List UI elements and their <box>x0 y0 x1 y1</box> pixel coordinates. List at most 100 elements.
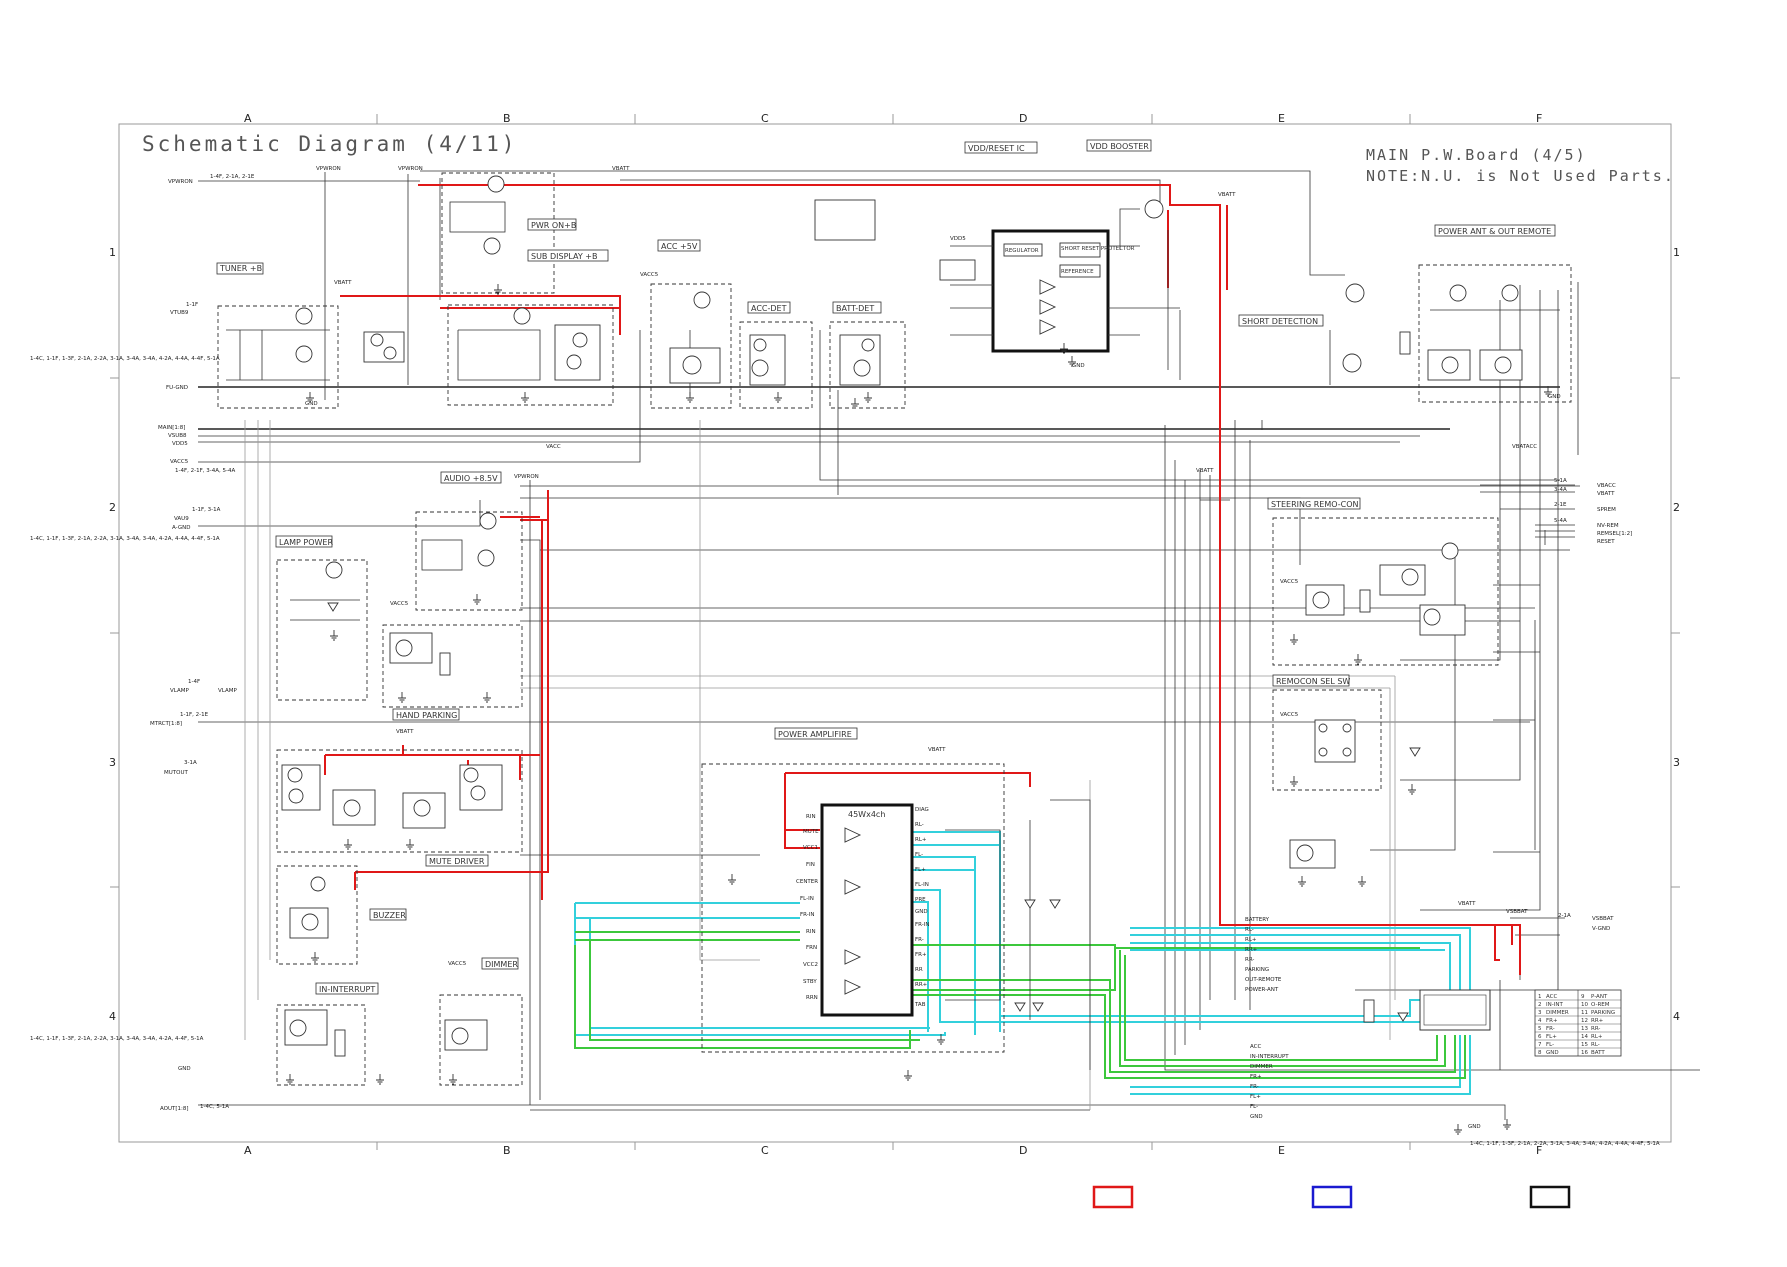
amp-pin-r4: FL+ <box>915 867 926 873</box>
grid-col-f-top: F <box>1536 112 1542 125</box>
amp-pin-l6: FR-IN <box>800 912 814 918</box>
conn-vau9: VAU9 <box>174 516 189 522</box>
pin-table-cell: 12 <box>1581 1018 1588 1024</box>
block-hand-parking: HAND PARKING <box>382 624 523 721</box>
rail-gnd-1: GND <box>305 401 318 407</box>
pin-table-cell: 11 <box>1581 1010 1588 1016</box>
conn-aout: AOUT[1:8] <box>160 1106 189 1112</box>
harness-out-remote: OUT-REMOTE <box>1245 977 1282 983</box>
ground-symbol <box>1290 634 1298 645</box>
ground-symbol <box>521 392 529 403</box>
amp-pin-r0: DIAG <box>915 807 929 813</box>
conn-nv-rem-dest: 5-4A <box>1554 518 1567 524</box>
amp-pin-l7: RIN <box>806 929 816 935</box>
pin-table-cell: 1 <box>1538 994 1542 1000</box>
amp-pin-r11: RR <box>915 967 923 973</box>
harness-rl-minus: RL- <box>1245 927 1254 933</box>
label-pwr-on-b: PWR ON+B <box>531 221 576 230</box>
rail-vbatt-6: VBATT <box>1196 468 1214 474</box>
grid-col-e-bottom: E <box>1278 1144 1285 1157</box>
block-short-detection: SHORT DETECTION <box>1238 283 1411 385</box>
grid-col-b-bottom: B <box>503 1144 511 1157</box>
ground-symbol <box>286 1074 294 1085</box>
ground-symbol <box>311 952 319 963</box>
label-vdd-reset-ic: VDD/RESET IC <box>968 144 1025 153</box>
ref-fu-gnd: 1-4C, 1-1F, 1-3F, 2-1A, 2-2A, 3-1A, 3-4A… <box>30 356 220 362</box>
front-speaker-traces <box>574 931 1466 1079</box>
amp-pin-r10: FR+ <box>915 952 927 958</box>
amp-pin-r6: PRE <box>915 897 926 903</box>
conn-vlamp: VLAMP <box>170 688 189 694</box>
pin-table-cell: FL- <box>1546 1042 1554 1048</box>
pin-table-cell: 5 <box>1538 1026 1542 1032</box>
rail-vamp: VLAMP <box>218 688 237 694</box>
conn-vlamp-dest: 1-4F <box>188 679 200 685</box>
output-connector <box>1363 989 1491 1031</box>
rail-vbatt-7: VBATT <box>1458 901 1476 907</box>
amp-ic-body <box>820 803 914 1017</box>
ground-symbol <box>686 392 694 403</box>
block-vdd-reset-ic: VDD/RESET IC REGULATOR SHORT RESET PROTE… <box>814 141 1180 353</box>
rail-vacc: VACC <box>546 444 561 450</box>
harness-rr-minus: RR- <box>1245 957 1254 963</box>
conn-vau9-dest: 1-1F, 3-1A <box>192 507 221 513</box>
pin-table-cell: 3 <box>1538 1010 1542 1016</box>
label-in-interrupt: IN-INTERRUPT <box>319 985 375 994</box>
amp-pin-r8: FR-IN <box>915 922 929 928</box>
pin-table-cell: 15 <box>1581 1042 1588 1048</box>
block-steering-remo-con: STEERING REMO-CON <box>1267 497 1499 666</box>
label-dimmer: DIMMER <box>485 960 518 969</box>
conn-vsbbat-dest: 2-1A <box>1558 913 1571 919</box>
ground-symbol <box>483 692 491 703</box>
label-power-ant-out-remote: POWER ANT & OUT REMOTE <box>1438 227 1551 236</box>
pin-table-cell: FR- <box>1546 1026 1555 1032</box>
reset-ic-protector: SHORT RESET PROTECTOR <box>1061 246 1135 252</box>
speaker-output-traces <box>574 831 1487 1095</box>
rail-labels: VPWRON VPWRON VBATT VBATT VBATT VACC5 VA… <box>218 166 1561 1130</box>
harness-fl-minus: FL- <box>1250 1104 1258 1110</box>
conn-mtrct-dest: 1-1F, 2-1E <box>180 712 209 718</box>
grid-row-2-right: 2 <box>1673 501 1680 514</box>
ref-a-gnd: 1-4C, 1-1F, 1-3F, 2-1A, 2-2A, 3-1A, 3-4A… <box>30 536 220 542</box>
conn-vsub8: VSUB8 <box>168 433 187 439</box>
block-dimmer: DIMMER <box>439 957 523 1086</box>
block-mute-driver: MUTE DRIVER <box>276 749 523 867</box>
block-sub-display <box>447 304 614 406</box>
amp-pin-r2: RL+ <box>915 837 927 843</box>
block-pwr-on-b: PWR ON+B SUB DISPLAY +B <box>441 172 609 294</box>
rail-vacc5-5: VACC5 <box>1280 712 1299 718</box>
amp-pin-r12: RR+ <box>915 982 928 988</box>
label-batt-det: BATT-DET <box>836 304 874 313</box>
conn-fu-gnd: FU-GND <box>166 385 188 391</box>
block-lamp-power: LAMP POWER <box>275 535 368 701</box>
ground-symbol <box>1290 776 1298 787</box>
grid-rows: 1 2 3 4 1 2 3 4 <box>109 246 1680 1023</box>
pin-table-cell: 6 <box>1538 1034 1542 1040</box>
conn-sprem: SPREM <box>1597 507 1616 513</box>
rail-vdd5: VDD5 <box>950 236 966 242</box>
conn-sprem-dest: 2-1E <box>1554 502 1567 508</box>
reset-ic-reference: REFERENCE <box>1061 269 1094 275</box>
block-in-interrupt: IN-INTERRUPT <box>276 982 379 1086</box>
grid-row-4-left: 4 <box>109 1010 116 1023</box>
block-vdd-booster: VDD BOOSTER <box>1086 139 1181 380</box>
right-connector-labels: VBACC 5-1A VBATT 3-4A SPREM 2-1E NV-REM … <box>1470 478 1660 1147</box>
pin-table-cell: P-ANT <box>1591 994 1608 1000</box>
grid-col-f-bottom: F <box>1536 1144 1542 1157</box>
pin-table-cell: RL+ <box>1591 1034 1603 1040</box>
grid-col-e-top: E <box>1278 112 1285 125</box>
conn-main: MAIN[1:8] <box>158 425 185 431</box>
harness-fr-minus: FR- <box>1250 1084 1259 1090</box>
harness-rr-plus: RR+ <box>1245 947 1258 953</box>
rail-vpwron-1: VPWRON <box>316 166 341 172</box>
pin-table-cell: 8 <box>1538 1050 1542 1056</box>
conn-a-gnd: A-GND <box>172 525 190 531</box>
amp-pin-r1: RL- <box>915 822 924 828</box>
pin-table-cell: FR+ <box>1546 1018 1558 1024</box>
harness-in-interrupt: IN-INTERRUPT <box>1250 1054 1289 1060</box>
rail-vacc5-1: VACC5 <box>640 272 659 278</box>
not-used-note: NOTE:N.U. is Not Used Parts. <box>1366 167 1675 185</box>
pin-table-cell: 7 <box>1538 1042 1542 1048</box>
